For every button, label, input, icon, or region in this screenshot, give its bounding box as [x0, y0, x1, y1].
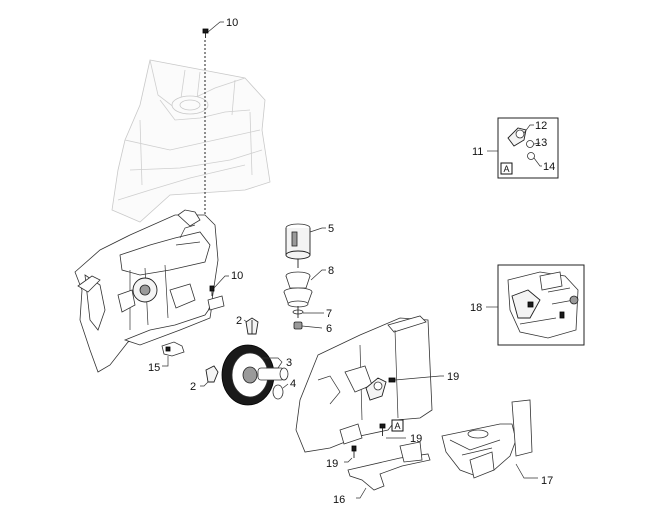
callout-12: 12: [535, 120, 547, 132]
leader-17: [515, 463, 538, 479]
leader-6: [301, 325, 323, 329]
callout-19-a: 19: [447, 371, 459, 383]
coupling-8: [283, 271, 313, 308]
leader-2-upper: [243, 319, 248, 323]
screw-10-mid: [209, 285, 215, 296]
clip-assembly-19: [365, 377, 396, 401]
gear-3: [221, 344, 289, 406]
leader-3: [262, 357, 283, 369]
inset-detail-marker: A: [504, 164, 510, 174]
clip-2-upper: [245, 317, 259, 335]
leader-13: [533, 142, 541, 145]
leader-10-mid: [213, 275, 229, 289]
leader-16: [356, 487, 367, 499]
clip-2-lower: [205, 365, 219, 383]
leader-10-top: [207, 21, 224, 33]
bracket-15: [161, 341, 185, 357]
part-6: [293, 321, 303, 330]
callout-10-mid: 10: [231, 270, 243, 282]
callout-8: 8: [328, 265, 334, 277]
inset-box-18: [497, 264, 585, 346]
leader-12: [523, 124, 534, 134]
callout-2-upper: 2: [236, 315, 242, 327]
callout-10-top: 10: [226, 17, 238, 29]
screw-10-top: [202, 28, 209, 38]
callout-5: 5: [328, 223, 334, 235]
motor-5: [285, 223, 311, 268]
leader-19-a: [394, 375, 444, 381]
callout-2-lower: 2: [190, 381, 196, 393]
leader-19-c: [344, 457, 353, 463]
callout-14: 14: [543, 161, 555, 173]
callout-18: 18: [470, 302, 482, 314]
drip-tray-17: [441, 399, 533, 479]
callout-17: 17: [541, 475, 553, 487]
callout-6: 6: [326, 323, 332, 335]
callout-16: 16: [333, 494, 345, 506]
callout-13: 13: [535, 137, 547, 149]
leader-15: [162, 356, 169, 367]
screw-19-b: [379, 423, 386, 436]
leader-8: [310, 269, 326, 281]
body-detail-marker: A: [395, 421, 401, 431]
side-housing: A: [295, 315, 433, 453]
part-7: [292, 306, 304, 318]
screw-19-c: [351, 445, 357, 458]
ring-4: [272, 384, 284, 400]
leader-2-lower: [200, 381, 209, 387]
callout-19-c: 19: [326, 458, 338, 470]
bracket-16: [347, 441, 431, 491]
callout-4: 4: [290, 378, 296, 390]
inset-box-11: A: [497, 117, 559, 179]
leader-5: [309, 227, 326, 233]
ghost-upper-assembly: [111, 59, 271, 223]
callout-7: 7: [326, 308, 332, 320]
callout-3: 3: [286, 357, 292, 369]
leader-14: [533, 157, 542, 167]
callout-11: 11: [472, 146, 483, 158]
callout-15: 15: [148, 362, 160, 374]
main-frame: [74, 209, 225, 373]
leader-4: [282, 383, 289, 389]
